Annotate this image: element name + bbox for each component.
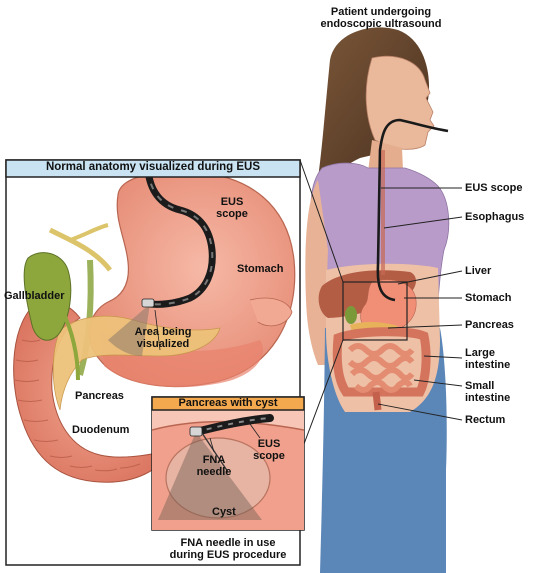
label-pancreas-main: Pancreas <box>75 390 124 402</box>
patient-caption: Patient undergoing endoscopic ultrasound <box>316 6 446 30</box>
label-fna-needle: FNA needle <box>192 454 236 478</box>
label-line: Large <box>465 347 495 359</box>
gallbladder-shape <box>23 252 72 341</box>
label-line: intestine <box>465 392 511 404</box>
label-line: FNA <box>202 454 226 466</box>
label-eus-scope-inset: EUS scope <box>248 438 290 462</box>
fna-needle <box>201 432 229 473</box>
patient-face <box>365 55 435 150</box>
patient-caption-line1: Patient undergoing <box>330 6 432 18</box>
eus-scope-main <box>144 166 216 308</box>
label-duodenum: Duodenum <box>72 424 130 436</box>
inset-caption: FNA needle in use during EUS procedure <box>150 537 306 561</box>
label-area-visualized: Area being visualized <box>128 326 198 350</box>
label-pancreas-body: Pancreas <box>465 319 514 331</box>
body-highlight-square <box>342 281 408 341</box>
label-large-intestine: Large intestine <box>465 347 510 371</box>
caption-line2: during EUS procedure <box>169 549 287 561</box>
label-line: Small <box>465 380 495 392</box>
label-line: Area being <box>134 326 192 338</box>
label-esophagus: Esophagus <box>465 211 525 223</box>
label-liver: Liver <box>465 265 492 277</box>
label-small-intestine: Small intestine <box>465 380 510 404</box>
label-line: intestine <box>465 359 511 371</box>
patient-caption-line2: endoscopic ultrasound <box>320 18 442 30</box>
cyst-shape <box>165 437 271 519</box>
patient-neck <box>368 140 403 172</box>
label-eus-scope-main: EUS scope <box>212 196 252 220</box>
patient-small-intestine <box>347 343 415 393</box>
patient-arm <box>305 180 332 365</box>
inset-title: Pancreas with cyst <box>178 397 278 409</box>
caption-line1: FNA needle in use <box>180 537 276 549</box>
label-line: EUS <box>257 438 281 450</box>
label-line: EUS <box>220 196 244 208</box>
label-stomach-main: Stomach <box>237 263 284 275</box>
label-line: scope <box>253 450 285 462</box>
label-eus-scope-body: EUS scope <box>465 182 523 194</box>
label-rectum: Rectum <box>465 414 506 426</box>
inset-box <box>151 396 305 531</box>
label-line: needle <box>196 466 232 478</box>
patient-figure <box>305 27 450 573</box>
main-box-title: Normal anatomy visualized during EUS <box>45 161 261 173</box>
label-line: scope <box>216 208 248 220</box>
visualized-area <box>108 304 150 356</box>
patient-large-intestine <box>332 327 431 397</box>
body-leader-lines <box>377 187 463 421</box>
label-cyst: Cyst <box>212 506 236 518</box>
label-gallbladder: Gallbladder <box>4 290 65 302</box>
patient-scope-tube <box>376 118 449 302</box>
label-line: visualized <box>136 338 190 350</box>
label-stomach-body: Stomach <box>465 292 512 304</box>
